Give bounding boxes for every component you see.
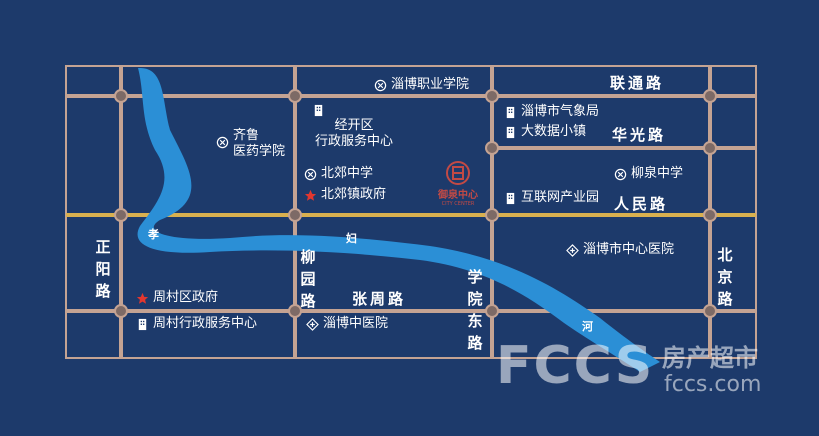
building-icon [138, 318, 147, 330]
poi-label: 大数据小镇 [521, 124, 587, 139]
map-frame [65, 65, 757, 359]
poi-label: 周村区政府 [153, 290, 219, 305]
road-label-huaguang: 华光路 [612, 126, 667, 144]
node [288, 304, 302, 318]
node [114, 304, 128, 318]
road-label-beijing: 北京路 [717, 246, 733, 308]
poi-label: 淄博市气象局 [521, 104, 600, 119]
poi-zibo-vocational: 淄博职业学院 [374, 77, 469, 93]
poi-jingkai-center: 经开区 行政服务中心 [312, 104, 393, 150]
project-logo: 御泉中心 CITY CENTER [432, 160, 484, 207]
road-label-renmin: 人民路 [614, 195, 669, 213]
project-name: 御泉中心 [438, 190, 478, 201]
star-icon [304, 189, 317, 201]
poi-liuquan-school: 柳泉中学 [614, 166, 683, 182]
poi-weather-bureau: 淄博市气象局 [504, 104, 599, 120]
poi-beijiao-gov: 北郊镇政府 [304, 187, 386, 203]
poi-label: 互联网产业园 [521, 190, 600, 205]
hospital-icon [566, 243, 579, 257]
river-char-2: 妇 [346, 232, 357, 245]
poi-central-hospital: 淄博市中心医院 [566, 242, 674, 258]
star-icon [136, 292, 149, 304]
poi-label: 淄博中医院 [323, 316, 389, 331]
node [703, 304, 717, 318]
watermark-brand: FCCS [496, 336, 655, 396]
poi-zhoucun-gov: 周村区政府 [136, 290, 218, 306]
poi-label: 淄博职业学院 [391, 77, 470, 92]
node [288, 89, 302, 103]
poi-label: 北郊中学 [321, 166, 374, 181]
river-char-1: 孝 [148, 228, 159, 241]
school-icon [216, 136, 229, 149]
hospital-icon [306, 317, 319, 331]
node [485, 304, 499, 318]
node [703, 208, 717, 222]
poi-internet-park: 互联网产业园 [504, 190, 599, 206]
school-icon [614, 168, 627, 180]
project-subtitle: CITY CENTER [441, 201, 475, 207]
poi-zhoucun-service: 周村行政服务中心 [136, 316, 257, 332]
road-label-zhengyang: 正阳路 [95, 238, 111, 300]
poi-label: 北郊镇政府 [321, 187, 387, 202]
node [114, 89, 128, 103]
building-icon [506, 126, 515, 138]
poi-zibo-tcm: 淄博中医院 [306, 316, 388, 332]
watermark-cn: 房产超市 [662, 344, 758, 372]
road-label-xueyuan-east: 学院东路 [467, 268, 483, 352]
poi-label: 柳泉中学 [631, 166, 684, 181]
project-emblem-icon [446, 161, 470, 185]
node [485, 208, 499, 222]
node [703, 141, 717, 155]
poi-label: 齐鲁 医药学院 [233, 128, 286, 159]
node [288, 208, 302, 222]
poi-label: 经开区 行政服务中心 [315, 118, 394, 149]
building-icon [506, 192, 515, 204]
watermark-url: fccs.com [664, 372, 762, 397]
school-icon [304, 168, 317, 180]
node [485, 141, 499, 155]
poi-beijiao-school: 北郊中学 [304, 166, 373, 182]
road-label-zhangzhou: 张周路 [352, 290, 407, 308]
river-xiaofu [137, 68, 661, 372]
building-icon [314, 104, 323, 117]
road-label-liuyuan: 柳园路 [300, 248, 316, 310]
road-label-lianyun: 联通路 [610, 74, 665, 92]
node [703, 89, 717, 103]
poi-label: 周村行政服务中心 [153, 316, 258, 331]
node [485, 89, 499, 103]
school-icon [374, 79, 387, 91]
poi-label: 淄博市中心医院 [583, 242, 675, 257]
building-icon [506, 106, 515, 118]
river-char-3: 河 [582, 320, 593, 333]
poi-qilu-medical: 齐鲁 医药学院 [216, 128, 285, 160]
poi-bigdata-town: 大数据小镇 [504, 124, 586, 140]
node [114, 208, 128, 222]
